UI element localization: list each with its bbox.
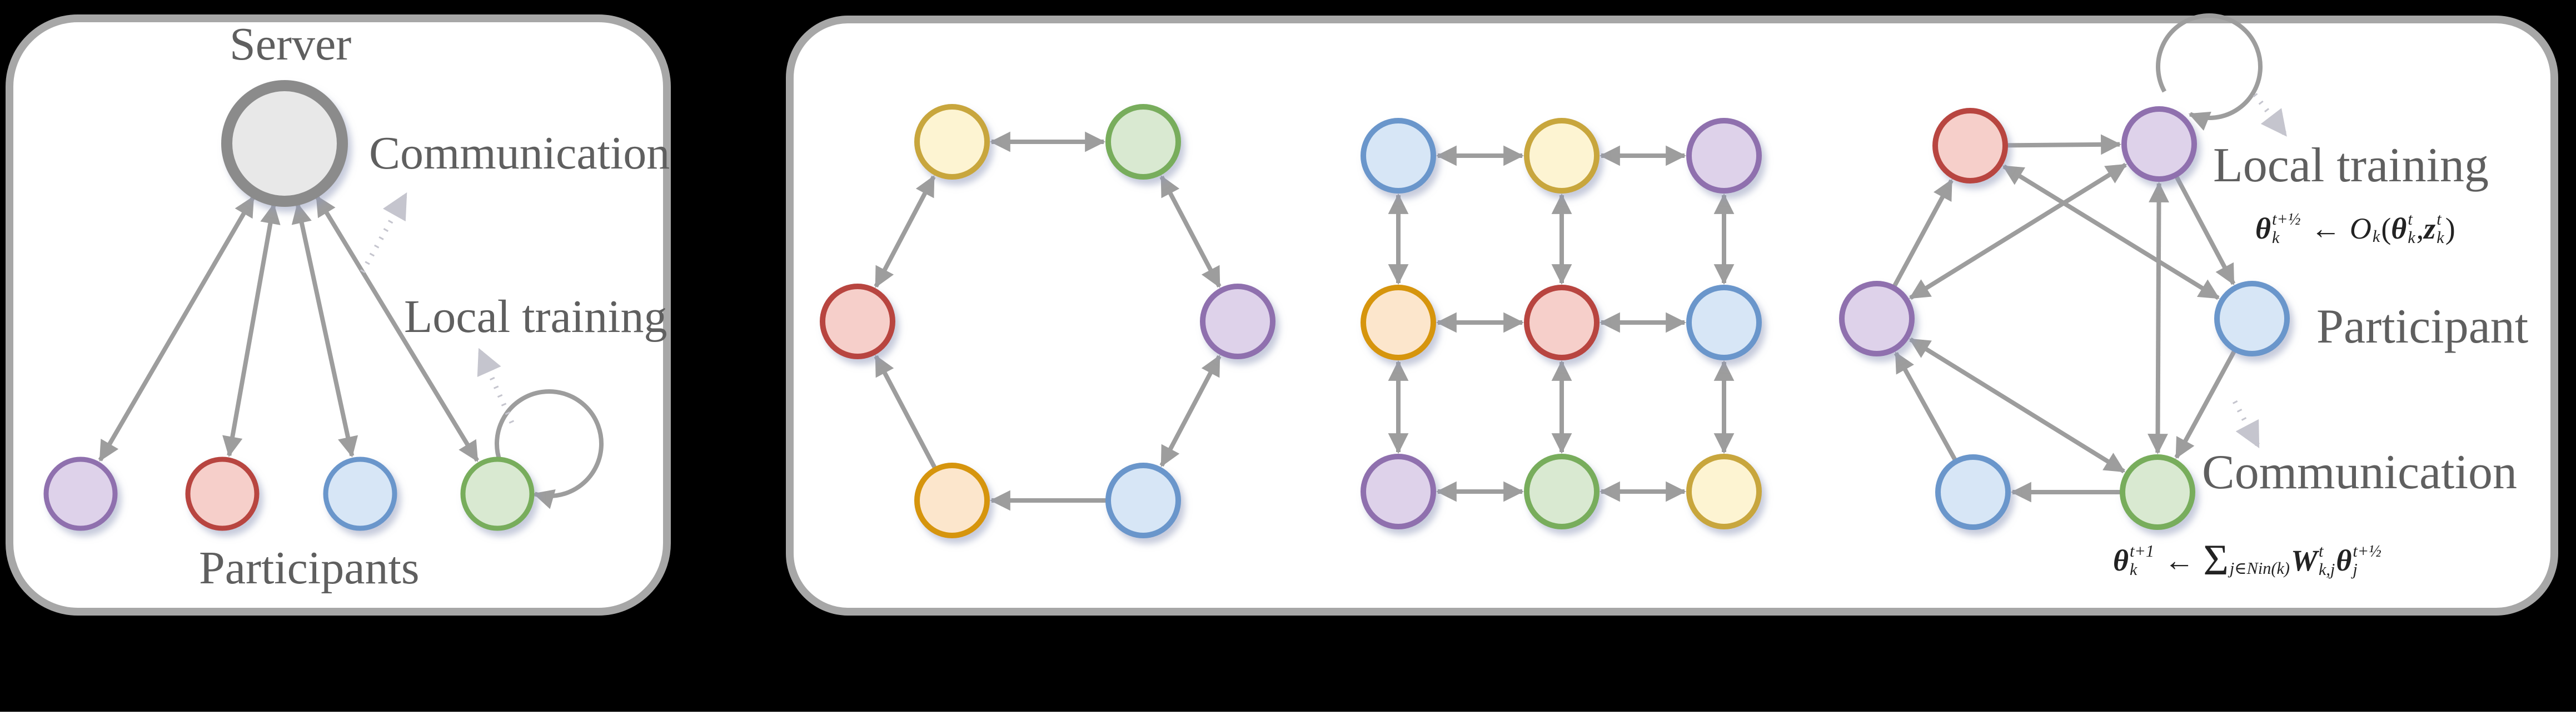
node-star-p-red: [185, 457, 260, 531]
node-grid-g21: [1361, 285, 1436, 360]
edge-r-green-r-purple: [1159, 175, 1222, 288]
node-grid-g33: [1686, 454, 1762, 529]
node-dense-d-green: [2120, 454, 2195, 530]
node-ring-r-red: [820, 284, 895, 359]
node-grid-g32: [1524, 454, 1600, 529]
node-ring-r-purple: [1200, 284, 1275, 359]
formula-token: ,: [2416, 211, 2424, 245]
edge-server-p-purple: [98, 196, 256, 462]
node-ring-r-green: [1105, 104, 1181, 180]
node-grid-g22: [1524, 285, 1600, 360]
edge-d-blue2-d-purple2: [1894, 351, 1957, 462]
communication-label-right: Communication: [2202, 445, 2518, 499]
formula-token: ←: [2310, 211, 2341, 245]
node-grid-g23: [1686, 285, 1762, 360]
participants-label: Participants: [199, 542, 420, 594]
formula-token: ): [2445, 211, 2455, 245]
edge-server-p-red: [222, 203, 281, 457]
node-grid-g31: [1361, 454, 1436, 529]
annotation-arrow: [2233, 400, 2260, 449]
node-ring-r-yellow: [914, 104, 990, 180]
node-ring-r-orange: [914, 463, 990, 538]
communication-label-left: Communication: [369, 127, 670, 179]
annotation-arrow: [2253, 93, 2288, 137]
self-loop-d-purple1: [2156, 13, 2263, 131]
edge-d-red-d-blue1: [2002, 164, 2220, 300]
node-dense-d-blue1: [2214, 281, 2290, 356]
node-ring-r-blue: [1105, 463, 1181, 538]
local-training-label-right: Local training: [2213, 138, 2489, 192]
node-grid-g12: [1524, 118, 1600, 194]
edge-d-purple1-d-green: [2148, 182, 2169, 454]
edge-d-purple1-d-blue1: [2174, 175, 2236, 285]
edge-r-red-r-yellow: [874, 175, 936, 288]
node-dense-d-purple1: [2121, 106, 2197, 182]
self-loop-p-green: [495, 389, 604, 509]
edge-d-blue1-d-green: [2174, 350, 2236, 459]
node-star-server: [221, 80, 348, 207]
edge-d-purple1-d-purple2: [1909, 162, 2127, 300]
node-grid-g11: [1361, 118, 1436, 194]
node-dense-d-blue2: [1935, 454, 2011, 530]
server-label: Server: [230, 18, 352, 70]
node-dense-d-red: [1932, 108, 2008, 184]
edge-d-red-d-purple1: [2006, 134, 2121, 155]
node-star-p-green: [460, 457, 535, 531]
edge-r-orange-r-red: [874, 355, 937, 469]
node-dense-d-purple2: [1839, 281, 1915, 356]
edge-r-purple-r-blue: [1159, 355, 1222, 467]
edge-d-purple2-d-red: [1892, 178, 1954, 287]
node-star-p-blue: [323, 457, 397, 531]
edge-d-green-d-purple2: [1909, 337, 2126, 474]
edge-server-p-green: [315, 195, 480, 462]
node-star-p-purple: [43, 457, 118, 531]
participant-label: Participant: [2316, 300, 2529, 354]
bottom-strip: [0, 712, 2576, 724]
formula-token: (: [2381, 211, 2391, 245]
node-grid-g13: [1686, 118, 1762, 194]
local-training-label-left: Local training: [404, 291, 667, 343]
annotation-arrow: [360, 192, 408, 274]
formula-token: ←: [2164, 543, 2195, 577]
